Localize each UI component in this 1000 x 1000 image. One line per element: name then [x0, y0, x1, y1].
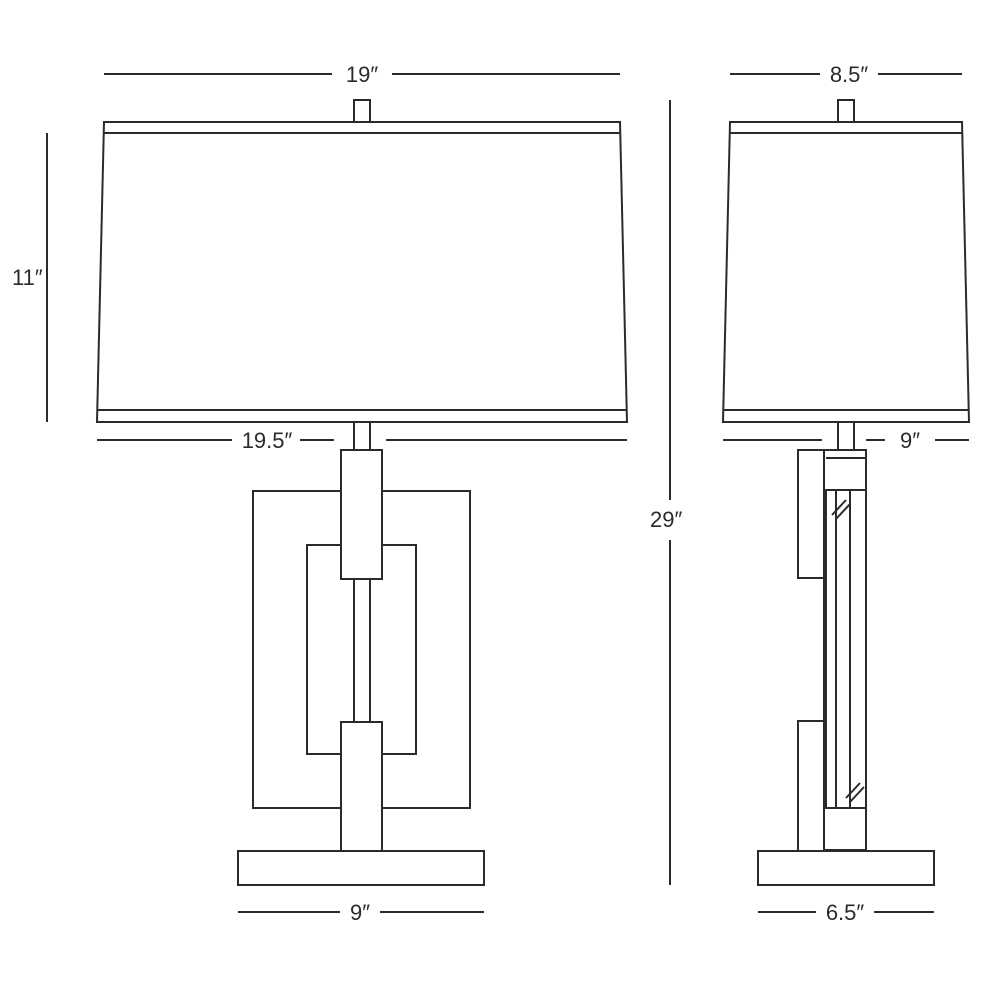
front-upper-block	[340, 449, 383, 580]
side-bottom-width-dimension: 9″	[723, 428, 969, 453]
front-lower-block	[340, 721, 383, 852]
side-lamp-shade	[721, 121, 971, 423]
side-neck	[837, 421, 855, 451]
front-base-width-label: 9″	[350, 900, 370, 925]
side-top-width-dimension: 8.5″	[730, 62, 962, 87]
front-center-stem	[353, 577, 371, 724]
front-top-width-dimension: 19″	[104, 62, 620, 87]
front-neck	[353, 421, 371, 451]
side-base	[757, 850, 935, 886]
side-column	[797, 449, 867, 852]
front-top-width-label: 19″	[346, 62, 378, 87]
front-finial	[353, 99, 371, 123]
total-height-dimension: 29″	[650, 100, 682, 885]
side-finial	[837, 99, 855, 123]
side-top-width-label: 8.5″	[830, 62, 869, 87]
side-base-width-label: 6.5″	[826, 900, 865, 925]
glass-mark-icon	[831, 499, 865, 803]
total-height-label: 29″	[650, 507, 682, 532]
front-bottom-width-label: 19.5″	[242, 428, 293, 453]
side-view: 8.5″ 9″	[721, 62, 971, 925]
front-lamp-shade	[95, 121, 629, 423]
side-bottom-width-label: 9″	[900, 428, 920, 453]
front-shade-height-label: 11″	[12, 265, 43, 290]
front-bottom-width-dimension: 19.5″	[97, 428, 627, 453]
front-shade-height-dimension: 11″	[12, 133, 48, 422]
front-base	[237, 850, 485, 886]
front-base-width-dimension: 9″	[238, 900, 484, 925]
side-base-width-dimension: 6.5″	[758, 900, 934, 925]
front-view: 19″ 11″ 19.5″	[12, 62, 629, 925]
